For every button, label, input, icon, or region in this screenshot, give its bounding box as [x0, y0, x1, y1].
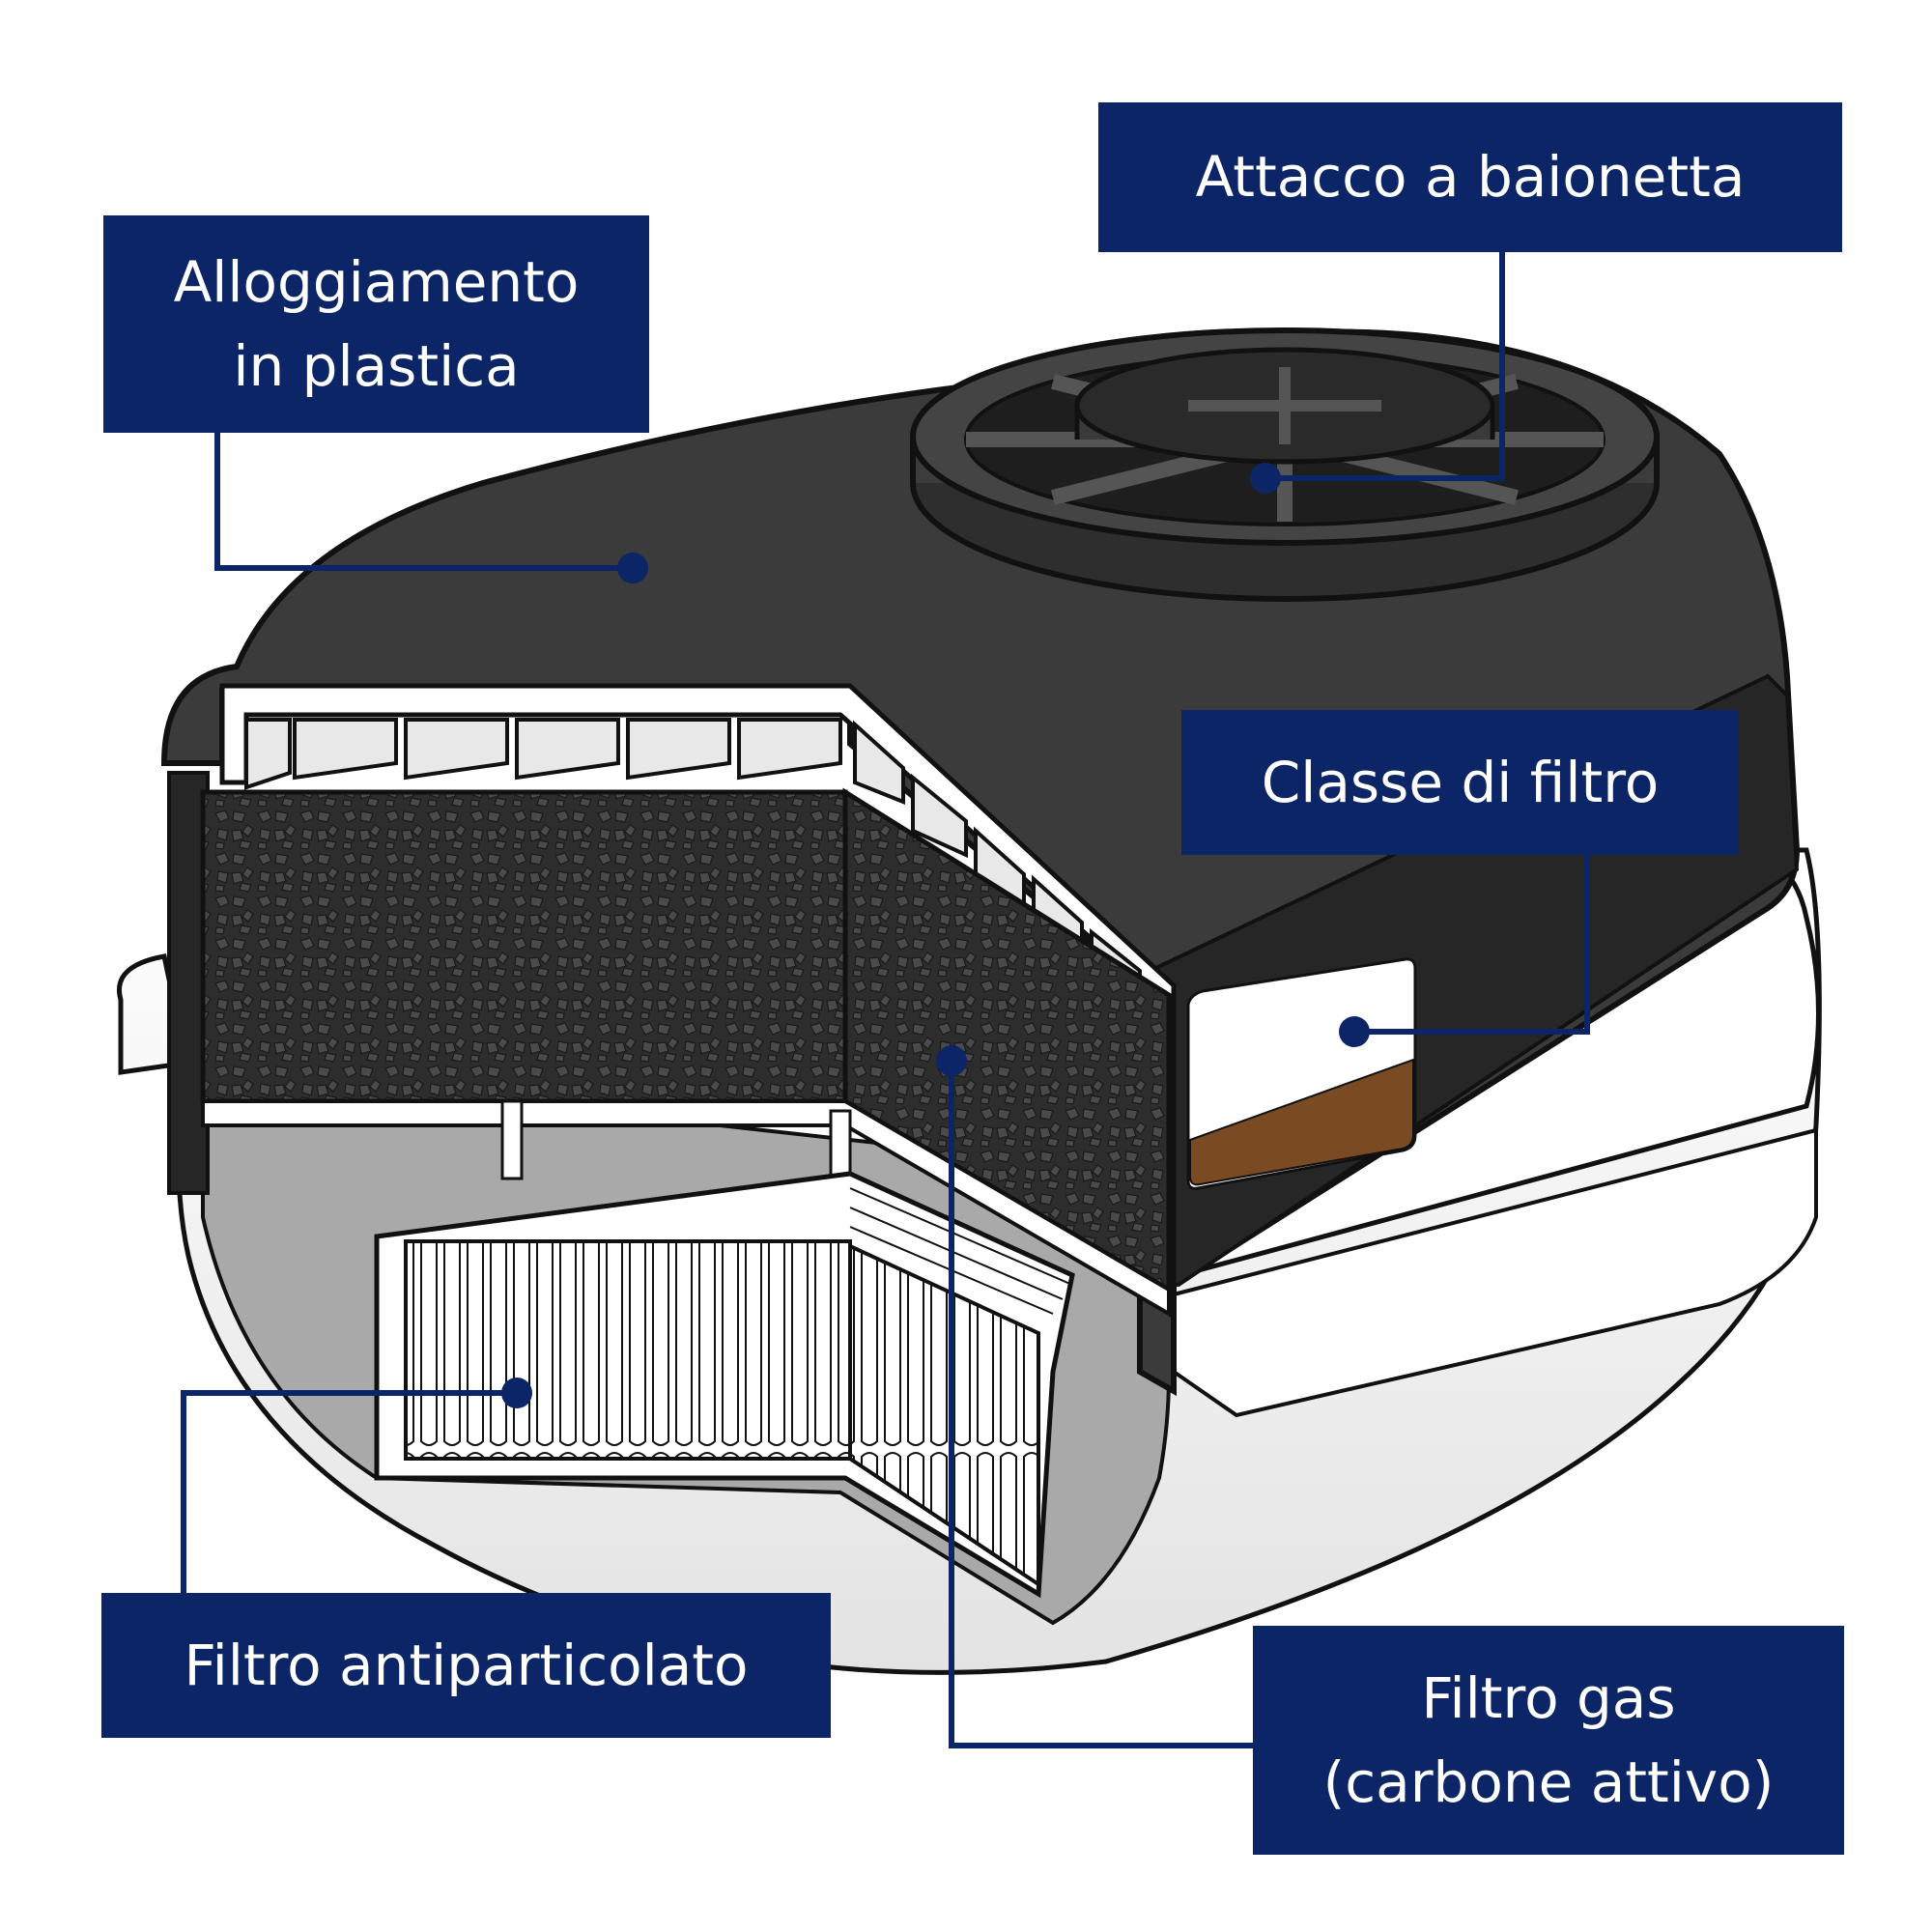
callout-line: Filtro gas: [1421, 1664, 1676, 1731]
callout-particulate-filter: Filtro antiparticolato: [101, 1593, 831, 1738]
callout-plastic-housing: Alloggiamento in plastica: [103, 215, 649, 433]
callout-line: in plastica: [233, 332, 520, 399]
callout-text: Filtro antiparticolato: [184, 1632, 749, 1698]
filter-class-label: [1186, 957, 1417, 1190]
callout-bayonet-attachment: Attacco a baionetta: [1098, 102, 1842, 252]
callout-line: (carbone attivo): [1322, 1748, 1775, 1815]
carbon-layer-left: [200, 789, 848, 1104]
particulate-pleats: [404, 1239, 852, 1461]
bayonet-connector: [910, 327, 1660, 602]
callout-gas-filter: Filtro gas (carbone attivo): [1253, 1626, 1844, 1855]
callout-text: Classe di filtro: [1261, 749, 1660, 815]
leader-dots: [501, 463, 1370, 1408]
callout-text: Attacco a baionetta: [1195, 144, 1746, 210]
leader-lines: [181, 252, 1590, 1748]
right-rim: [1172, 1127, 1818, 1418]
callout-line: Alloggiamento: [173, 248, 580, 315]
callout-filter-class: Classe di filtro: [1181, 710, 1739, 855]
